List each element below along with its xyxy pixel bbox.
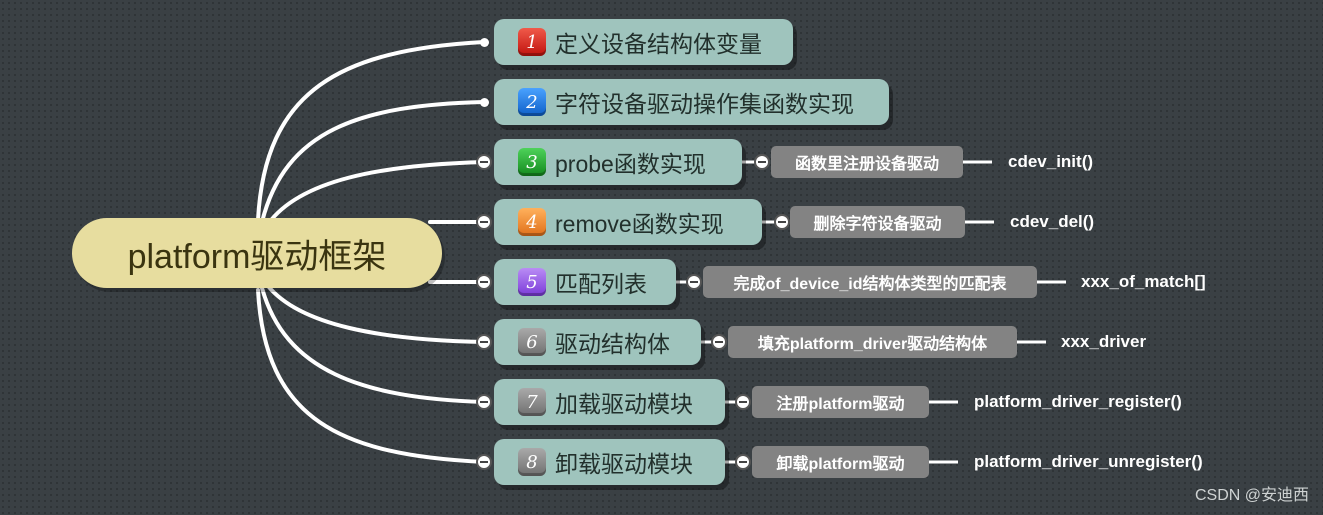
number-2-icon: 2 bbox=[518, 88, 546, 116]
collapse-toggle-icon[interactable] bbox=[774, 214, 790, 230]
branch-5-leaf[interactable]: xxx_of_match[] bbox=[1081, 272, 1206, 291]
watermark: CSDN @安迪西 bbox=[1194, 487, 1309, 504]
collapse-toggle-icon[interactable] bbox=[476, 454, 492, 470]
branch-8-subtopic-label: 卸载platform驱动 bbox=[776, 456, 905, 473]
branch-3-subtopic-label: 函数里注册设备驱动 bbox=[794, 156, 939, 173]
branch-7-leaf[interactable]: platform_driver_register() bbox=[974, 392, 1182, 411]
collapse-toggle-icon[interactable] bbox=[476, 214, 492, 230]
branch-8[interactable]: 8 卸载驱动模块 bbox=[494, 439, 725, 485]
branch-4-subtopic[interactable]: 删除字符设备驱动 bbox=[790, 206, 965, 238]
collapse-toggle-icon[interactable] bbox=[476, 334, 492, 350]
collapse-toggle-icon[interactable] bbox=[476, 394, 492, 410]
number-8-icon: 8 bbox=[518, 448, 546, 476]
branch-7[interactable]: 7 加载驱动模块 bbox=[494, 379, 725, 425]
branch-1-connector-dot bbox=[480, 38, 489, 47]
branch-6-subtopic[interactable]: 填充platform_driver驱动结构体 bbox=[728, 326, 1017, 358]
collapse-toggle-icon[interactable] bbox=[735, 394, 751, 410]
branch-7-subtopic-label: 注册platform驱动 bbox=[776, 396, 905, 413]
branch-4-subtopic-label: 删除字符设备驱动 bbox=[813, 216, 942, 233]
root-topic[interactable]: platform驱动框架 bbox=[72, 218, 442, 288]
branch-1[interactable]: 1 定义设备结构体变量 bbox=[494, 19, 793, 65]
branch-6-leaf[interactable]: xxx_driver bbox=[1061, 332, 1147, 351]
collapse-toggle-icon[interactable] bbox=[686, 274, 702, 290]
branch-5-subtopic-label: 完成of_device_id结构体类型的匹配表 bbox=[733, 276, 1007, 293]
branch-7-label: 加载驱动模块 bbox=[555, 391, 693, 417]
branch-8-subtopic[interactable]: 卸载platform驱动 bbox=[752, 446, 929, 478]
branch-8-label: 卸载驱动模块 bbox=[555, 451, 693, 477]
branch-1-label: 定义设备结构体变量 bbox=[555, 31, 762, 57]
branch-4-label: remove函数实现 bbox=[555, 211, 724, 237]
collapse-toggle-icon[interactable] bbox=[476, 154, 492, 170]
branch-3-leaf[interactable]: cdev_init() bbox=[1008, 152, 1094, 171]
branch-3-label: probe函数实现 bbox=[555, 151, 706, 177]
branch-8-leaf[interactable]: platform_driver_unregister() bbox=[974, 452, 1203, 471]
branch-5[interactable]: 5 匹配列表 bbox=[494, 259, 676, 305]
branch-6-subtopic-label: 填充platform_driver驱动结构体 bbox=[757, 336, 988, 353]
number-6-icon: 6 bbox=[518, 328, 546, 356]
number-7-icon: 7 bbox=[518, 388, 546, 416]
branch-6-label: 驱动结构体 bbox=[555, 331, 670, 357]
branch-4-leaf[interactable]: cdev_del() bbox=[1010, 212, 1095, 231]
number-1-icon: 1 bbox=[518, 28, 546, 56]
branch-2[interactable]: 2 字符设备驱动操作集函数实现 bbox=[494, 79, 889, 125]
number-5-icon: 5 bbox=[518, 268, 546, 296]
number-3-icon: 3 bbox=[518, 148, 546, 176]
collapse-toggle-icon[interactable] bbox=[735, 454, 751, 470]
root-topic-label: platform驱动框架 bbox=[127, 237, 387, 276]
collapse-toggle-icon[interactable] bbox=[711, 334, 727, 350]
branch-3[interactable]: 3 probe函数实现 bbox=[494, 139, 742, 185]
collapse-toggle-icon[interactable] bbox=[754, 154, 770, 170]
branch-2-label: 字符设备驱动操作集函数实现 bbox=[555, 91, 854, 117]
branch-2-connector-dot bbox=[480, 98, 489, 107]
collapse-toggle-icon[interactable] bbox=[476, 274, 492, 290]
branch-5-label: 匹配列表 bbox=[555, 271, 647, 297]
branch-6[interactable]: 6 驱动结构体 bbox=[494, 319, 701, 365]
branch-7-subtopic[interactable]: 注册platform驱动 bbox=[752, 386, 929, 418]
branch-4[interactable]: 4 remove函数实现 bbox=[494, 199, 762, 245]
number-4-icon: 4 bbox=[518, 208, 546, 236]
branch-5-subtopic[interactable]: 完成of_device_id结构体类型的匹配表 bbox=[703, 266, 1037, 298]
branch-3-subtopic[interactable]: 函数里注册设备驱动 bbox=[771, 146, 963, 178]
